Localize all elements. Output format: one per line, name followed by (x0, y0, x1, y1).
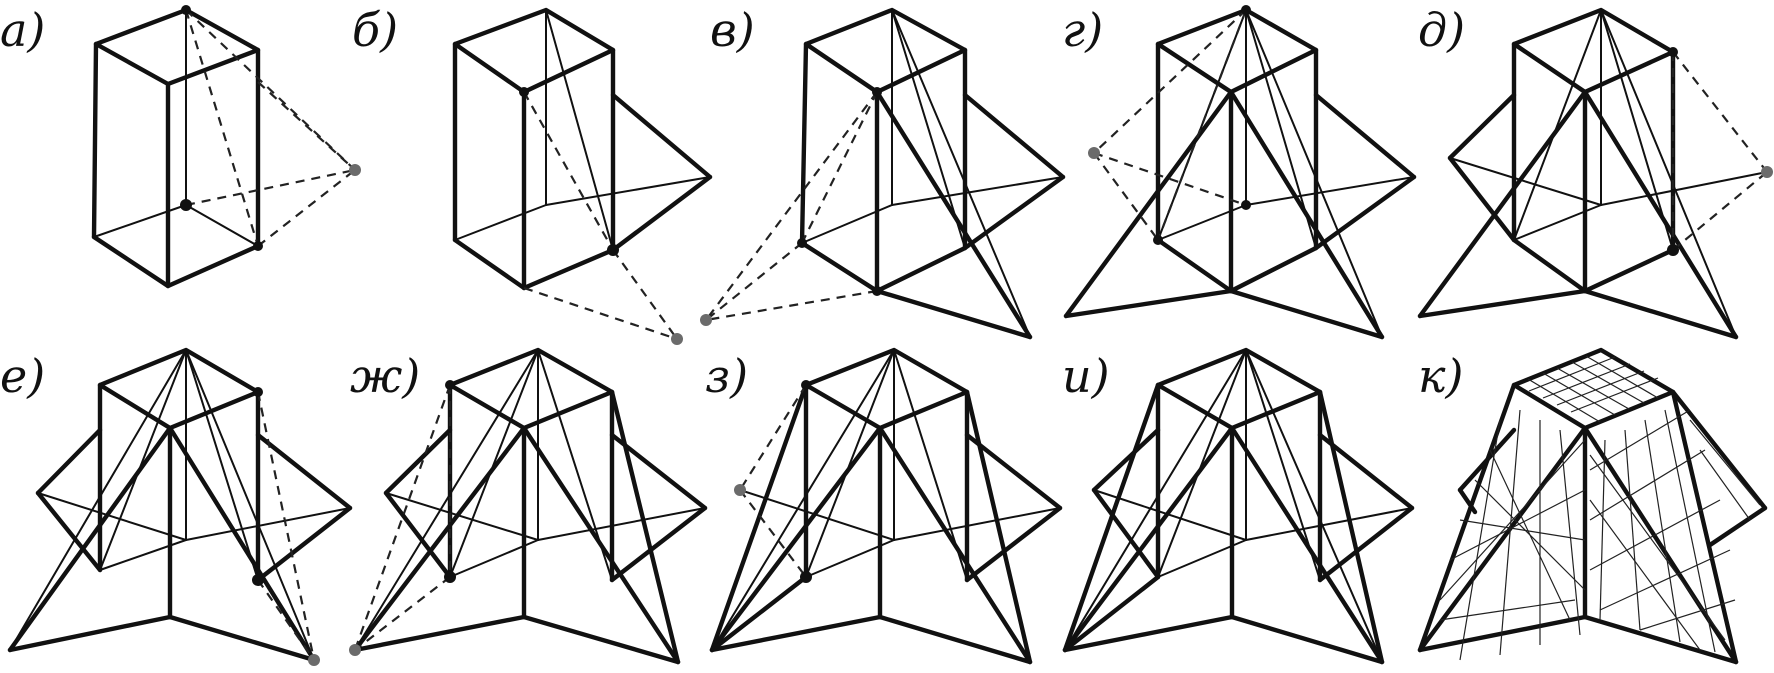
panel-zh: ж) (349, 347, 708, 665)
panel-a-label: а) (0, 3, 45, 57)
panel-i-label: и) (1062, 349, 1110, 403)
panel-z: з) (705, 347, 1063, 665)
panel-e-label: е) (0, 349, 45, 403)
panel-g-label: г) (1062, 3, 1103, 57)
panel-v-label: в) (710, 3, 755, 57)
panel-k-drawing (1417, 347, 1768, 665)
panel-g: г) (1062, 3, 1417, 340)
panel-k-label: к) (1418, 349, 1463, 403)
panel-g-drawing (1063, 5, 1417, 340)
panel-e-drawing (7, 347, 353, 666)
panel-i-drawing (1062, 347, 1415, 665)
panel-v: в) (700, 3, 1066, 340)
panel-v-drawing (700, 7, 1066, 340)
panel-b-label: б) (352, 3, 398, 57)
panel-b-drawing (452, 7, 713, 345)
panel-z-label: з) (705, 349, 748, 403)
panel-zh-label: ж) (350, 349, 420, 403)
panel-k: к) (1417, 347, 1768, 665)
panel-d-label: д) (1418, 3, 1465, 57)
panel-z-drawing (709, 347, 1063, 665)
panel-a: а) (0, 3, 361, 289)
panel-d: д) (1417, 3, 1773, 340)
panel-d-drawing (1417, 7, 1773, 340)
panel-i: и) (1062, 347, 1415, 665)
panel-e: е) (0, 347, 353, 666)
panel-b: б) (352, 3, 713, 345)
panel-a-drawing (91, 5, 361, 289)
panel-zh-drawing (349, 347, 708, 665)
